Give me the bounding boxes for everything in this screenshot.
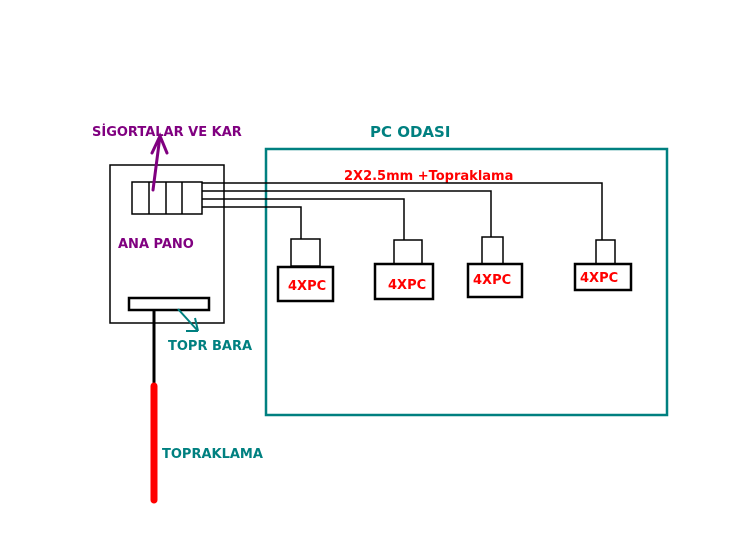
outlet-plug: [595, 239, 616, 265]
outlet-label: 4XPC: [473, 273, 511, 288]
wire-outlet-1: [202, 206, 302, 239]
wire-outlet-4: [202, 182, 603, 240]
main-panel: [109, 164, 225, 324]
ground-bar: [127, 296, 211, 312]
outlet-plug: [393, 239, 423, 265]
outlet-body: [466, 262, 524, 299]
wire-outlet-3: [202, 190, 492, 237]
grounding-label: TOPRAKLAMA: [162, 447, 263, 462]
fuses-label: SİGORTALAR VE KAR: [92, 124, 242, 140]
outlet-4: 4XPC: [573, 239, 633, 292]
outlet-body: [276, 265, 335, 303]
wire-outlet-2: [202, 198, 405, 240]
pc-room-boundary: [264, 147, 669, 417]
outlet-1: 4XPC: [276, 238, 335, 303]
outlet-body: [573, 262, 633, 292]
ground-bar-label: TOPR BARA: [168, 339, 252, 354]
main-panel-label: ANA PANO: [118, 237, 194, 252]
fuse-block: [131, 181, 203, 215]
outlet-plug: [481, 236, 504, 265]
outlet-plug: [290, 238, 321, 267]
outlet-3: 4XPC: [466, 236, 524, 299]
outlet-2: 4XPC: [373, 239, 435, 301]
pc-room-title: PC ODASI: [370, 123, 450, 141]
outlet-label: 4XPC: [388, 278, 426, 293]
feeder-wires: [202, 182, 603, 240]
fuses-arrow: [150, 132, 169, 192]
cable-spec-label: 2X2.5mm +Topraklama: [344, 169, 513, 184]
outlet-body: [373, 262, 435, 301]
outlet-label: 4XPC: [288, 279, 326, 294]
ground-bar-arrow: [177, 308, 199, 332]
outlet-label: 4XPC: [580, 271, 618, 286]
